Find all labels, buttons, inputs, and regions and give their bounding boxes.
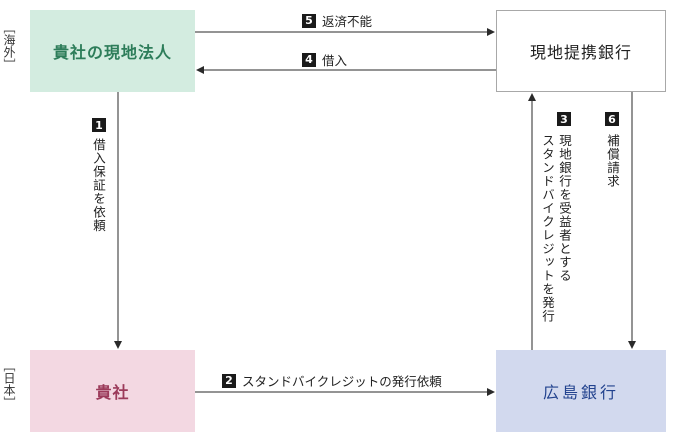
overseas-subsidiary-label: 貴社の現地法人 bbox=[52, 43, 172, 62]
local-partner-bank-box: 現地提携銀行 bbox=[496, 10, 666, 92]
region-label-overseas: ［海外］ bbox=[2, 22, 16, 70]
step4-label: 4 借入 bbox=[302, 50, 347, 69]
region-label-japan: ［日本］ bbox=[2, 360, 16, 408]
step4-badge: 4 bbox=[302, 52, 316, 67]
local-partner-bank-label: 現地提携銀行 bbox=[529, 43, 632, 62]
hiroshima-bank-label: 広島銀行 bbox=[542, 383, 619, 402]
step5-text: 返済不能 bbox=[322, 14, 373, 29]
step5-badge: 5 bbox=[302, 13, 316, 28]
step3-text-line1: 現地銀行を受益者とする bbox=[557, 134, 572, 283]
our-company-box: 貴社 bbox=[30, 350, 195, 432]
our-company-label: 貴社 bbox=[95, 383, 130, 402]
step6-text: 補償請求 bbox=[605, 134, 620, 188]
step1-badge: 1 bbox=[92, 118, 106, 132]
step1-text: 借入保証を依頼 bbox=[91, 138, 106, 233]
step2-badge: 2 bbox=[222, 373, 236, 388]
step4-text: 借入 bbox=[322, 53, 348, 68]
hiroshima-bank-box: 広島銀行 bbox=[496, 350, 666, 432]
step2-text: スタンドバイクレジットの発行依頼 bbox=[242, 374, 442, 389]
step2-label: 2 スタンドバイクレジットの発行依頼 bbox=[222, 371, 442, 390]
step6-badge: 6 bbox=[605, 112, 619, 126]
overseas-subsidiary-box: 貴社の現地法人 bbox=[30, 10, 195, 92]
step5-label: 5 返済不能 bbox=[302, 11, 372, 30]
step3-text-line2: スタンドバイクレジットを発行 bbox=[540, 134, 555, 323]
step3-badge: 3 bbox=[557, 112, 571, 126]
